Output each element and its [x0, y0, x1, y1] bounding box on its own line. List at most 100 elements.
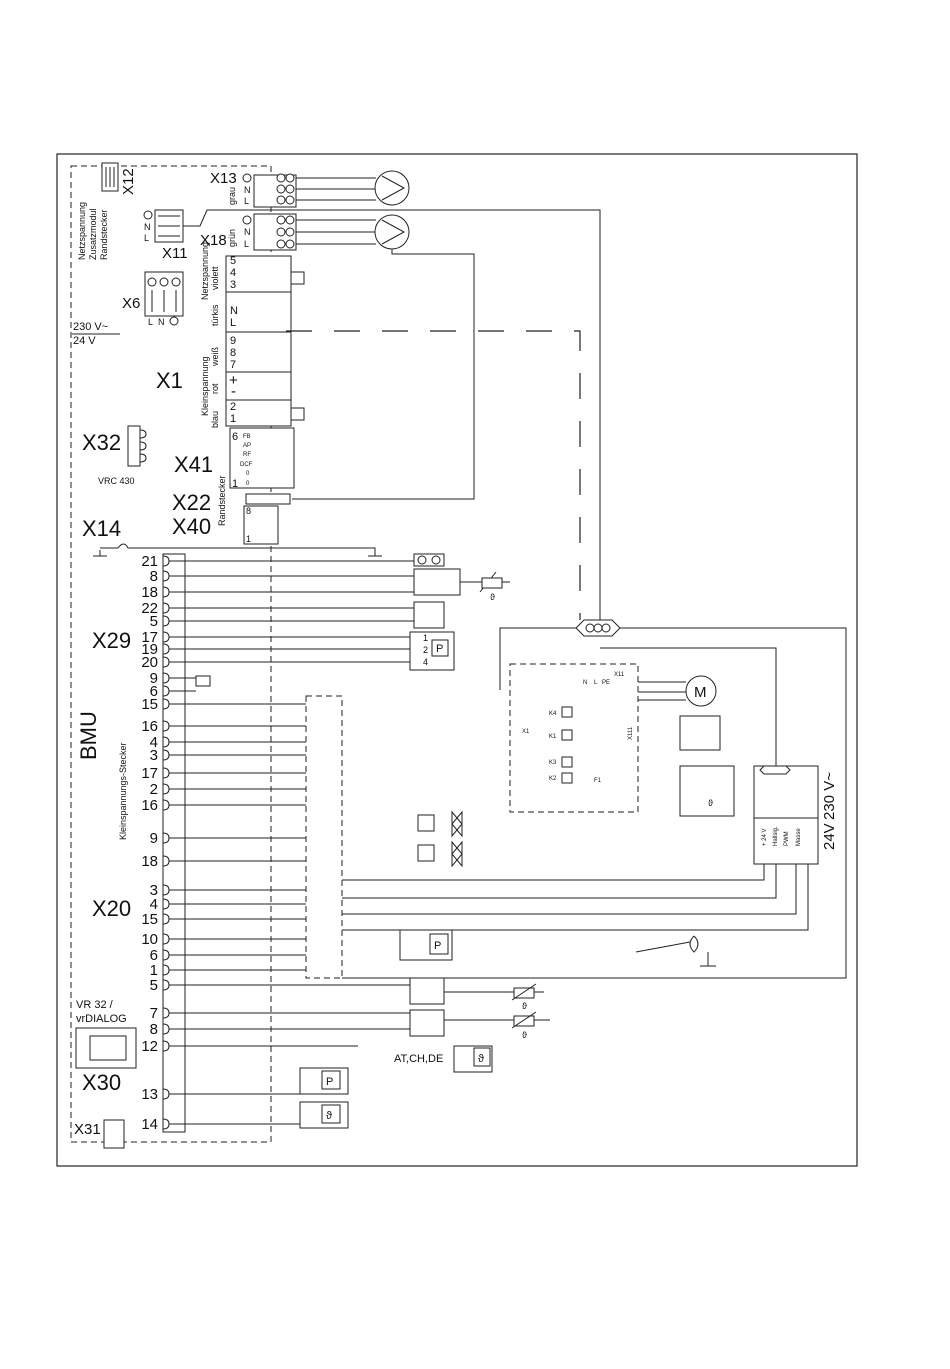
x1-pin-5: 5: [230, 255, 236, 267]
x20-pins-label-14: 12: [141, 1038, 158, 1055]
x20-pins-label-16: 14: [141, 1116, 158, 1133]
weiss-label: weiß: [210, 346, 220, 367]
pump-2: [374, 214, 410, 250]
x1-label: X1: [156, 368, 183, 393]
netzspannung-v-label: Netzspannung: [200, 242, 210, 300]
x1-pin-3: 3: [230, 279, 236, 291]
flame-sensor-block: [679, 765, 735, 817]
x20-pins-label-7: 15: [141, 911, 158, 928]
f1-label: F1: [594, 778, 602, 784]
gas-valve-1: [417, 810, 463, 838]
x29-pins-label-11: 16: [141, 718, 158, 735]
k4-label: K4: [549, 711, 557, 717]
pressure-sensor-3-symbol: P: [326, 1076, 333, 1088]
x40-number-1: 1: [246, 534, 251, 544]
x20-pins-label-11: 5: [150, 977, 158, 994]
x20-pins-wire-4: [162, 855, 306, 867]
gas-valve-2: [417, 840, 463, 868]
x13-n: N: [244, 185, 251, 195]
x18-terminal: N L: [242, 213, 297, 251]
kleinspannungs-stecker-label: Kleinspannungs-Stecker: [118, 742, 128, 840]
x20-pins-wire-12: [162, 1007, 410, 1019]
x13-label: X13: [210, 170, 237, 187]
x20-pins-wire-5: [162, 884, 306, 896]
temp-sensor-1: ϑ: [413, 568, 510, 602]
x29-pins-wire-11: [162, 720, 306, 732]
pe-n-label: N: [583, 680, 587, 686]
temp-sensor-3-symbol: ϑ: [522, 1030, 527, 1040]
flame-sensor-symbol: ϑ: [708, 798, 713, 808]
randstecker-label: Randstecker: [99, 209, 109, 260]
x20-pins-wire-10: [162, 964, 306, 976]
x1-pin-7: 7: [230, 359, 236, 371]
x29-pins-label-0: 21: [141, 553, 158, 570]
x30-label: X30: [82, 1070, 121, 1095]
ignition-electrode: [635, 935, 716, 967]
x29-pins-wire-10: [162, 698, 306, 710]
x1-pin-1: 1: [230, 413, 236, 425]
x20-pins-label-4: 18: [141, 853, 158, 870]
pressure-switch-2: P: [399, 929, 453, 961]
x12-label: X12: [120, 168, 137, 195]
x31-connector: [103, 1119, 125, 1149]
pressure-pin-1: 1: [423, 633, 428, 643]
x29-pins-label-8: 9: [150, 670, 158, 687]
x29-pins-label-9: 6: [150, 683, 158, 700]
x20-pins-wire-8: [162, 933, 306, 945]
fan-mains-plug: [759, 765, 791, 775]
temp-sensor-2-symbol: ϑ: [522, 1001, 527, 1011]
pressure-sensor-3: P: [299, 1067, 349, 1095]
temp-sensor-2: ϑ: [409, 977, 544, 1011]
x11-small-label: X11: [614, 672, 625, 678]
k1-label: K1: [549, 734, 557, 740]
x29-pins-wire-6: [162, 643, 410, 655]
bmu-label: BMU: [76, 711, 101, 760]
x41-label: X41: [174, 452, 213, 477]
x40-number-8: 8: [246, 506, 251, 516]
x20-pins-label-2: 16: [141, 797, 158, 814]
x41-pin-rf: RF: [243, 452, 251, 458]
v24-label: 24V: [821, 823, 838, 850]
x20-pins-label-5: 3: [150, 882, 158, 899]
x20-pins-wire-3: [162, 832, 306, 844]
x11-label: X11: [162, 245, 188, 262]
relay-k4: [561, 706, 573, 718]
x29-pins-label-6: 19: [141, 641, 158, 658]
x1-pin-4: 4: [230, 267, 236, 279]
rot-label: rot: [210, 383, 220, 394]
violett-label: violett: [210, 266, 220, 290]
fan-motor: M: [685, 675, 717, 707]
fan-pcb-connector: [753, 765, 819, 865]
x29-label: X29: [92, 628, 131, 653]
motor-symbol: M: [694, 684, 707, 701]
zusatzmodul-label: Zusatzmodul: [88, 208, 98, 260]
x6-label: X6: [122, 295, 140, 312]
x1-pin-plus: +: [229, 372, 238, 389]
x18-n: N: [244, 227, 251, 237]
x6-n: N: [158, 317, 165, 327]
x1-pin-9: 9: [230, 335, 236, 347]
x18-l: L: [244, 239, 249, 249]
x20-pins-label-0: 17: [141, 765, 158, 782]
pressure-pin-2: 2: [423, 645, 428, 655]
hallsig-label: Hallsig.: [773, 826, 779, 846]
control-module: [509, 663, 639, 813]
x20-pins-wire-6: [162, 898, 306, 910]
x11-l: L: [144, 233, 149, 243]
pressure-sensor-1: P 1 2 4: [409, 631, 455, 671]
pe-label: PE: [602, 680, 610, 686]
x30-connector: [75, 1027, 137, 1069]
x20-pins-label-1: 2: [150, 781, 158, 798]
x32-label: X32: [82, 430, 121, 455]
x41-pin-0b: 0: [246, 481, 250, 487]
x20-pins-wire-16: [162, 1118, 300, 1130]
temp-sensor-4-symbol: ϑ: [326, 1110, 332, 1122]
x29-pins-wire-13: [162, 749, 306, 761]
vr32-label: VR 32 /: [76, 999, 114, 1011]
x41-pin-0a: 0: [246, 471, 250, 477]
x29-pins-wire-12: [162, 736, 306, 748]
ignition-transformer: [679, 715, 721, 751]
x20-pins-wire-14: [162, 1040, 358, 1052]
x29-pins-label-10: 15: [141, 696, 158, 713]
